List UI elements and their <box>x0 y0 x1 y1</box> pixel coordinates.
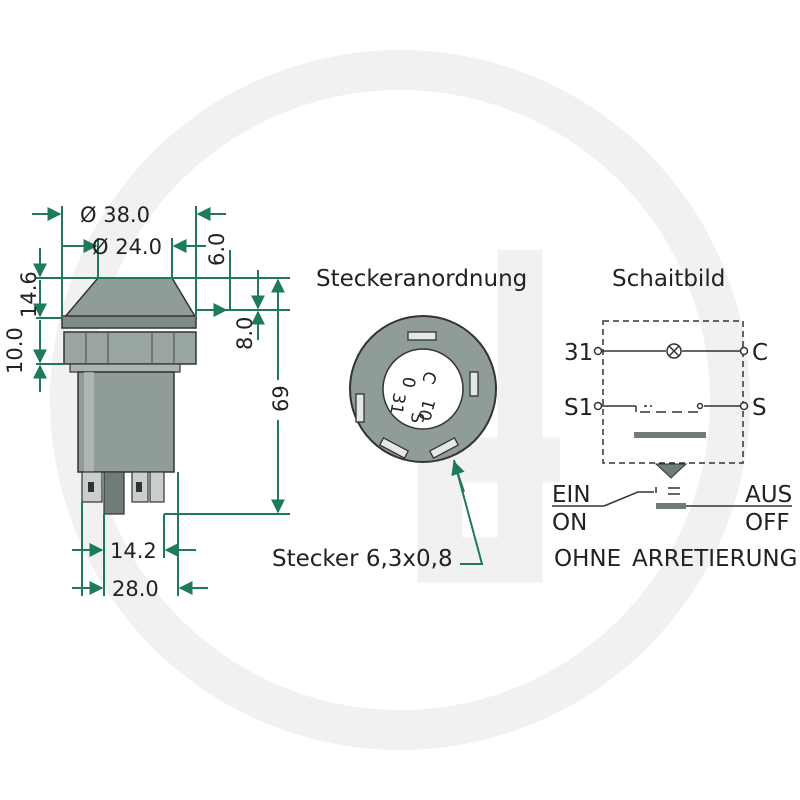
switch-flange <box>61 315 197 329</box>
dim-nut-height: 10.0 <box>3 327 27 374</box>
schematic-terminal-labels: 31 C S1 S <box>564 340 768 421</box>
blade-contacts <box>355 331 479 459</box>
dim-total-height: 69 <box>269 385 293 412</box>
legend-mode-1: OHNE <box>554 546 621 572</box>
schematic-terminal-s: S <box>752 395 767 421</box>
dim-inner-diameter: Ø 24.0 <box>92 235 162 259</box>
switch-circuit <box>593 401 749 413</box>
granit-g-logo-watermark-icon <box>50 50 750 750</box>
legend-on-en: ON <box>552 510 587 536</box>
legend-off-en: OFF <box>745 510 790 536</box>
dim-outer-diameter: Ø 38.0 <box>80 203 150 227</box>
connector-inner-face <box>382 348 464 430</box>
schematic-title: Schaitbild <box>612 266 725 292</box>
dim-base-width: 28.0 <box>112 577 159 601</box>
lamp-circuit <box>593 343 749 359</box>
schematic-terminal-31: 31 <box>564 340 593 366</box>
contact-pins <box>81 471 165 515</box>
schematic-terminal-c: C <box>752 340 768 366</box>
connector-title: Steckeranordnung <box>316 266 527 292</box>
dim-pin-width: 14.2 <box>110 539 157 563</box>
terminal-mark-0: 0 <box>397 375 419 389</box>
switch-side-view <box>61 277 198 515</box>
terminal-mark-s: S <box>406 412 427 424</box>
schematic-terminal-s1: S1 <box>564 395 593 421</box>
hex-nut <box>63 331 197 365</box>
terminal-mark-31: 31 <box>385 391 408 416</box>
switch-bar <box>634 432 706 438</box>
legend-off-de: AUS <box>745 482 792 508</box>
connector-callout: Stecker 6,3x0,8 <box>272 546 453 572</box>
actuator-triangle-icon <box>654 463 688 479</box>
dimension-lines <box>32 206 290 596</box>
dim-top-height: 6.0 <box>205 233 229 266</box>
dim-nut-offset: 8.0 <box>233 317 257 350</box>
schematic: Schaitbild 31 C S1 S <box>552 266 797 572</box>
dim-collar-height: 14.6 <box>17 271 41 318</box>
dimension-labels: Ø 38.0 Ø 24.0 6.0 14.6 10.0 8.0 69 14.2 … <box>3 203 293 601</box>
terminal-markings: C 0 31 S 01 <box>385 368 440 424</box>
washer <box>69 363 181 373</box>
legend-bar <box>656 503 686 509</box>
connector-view: Steckeranordnung C 0 31 S 01 Stecker 6,3… <box>272 266 527 572</box>
legend-on-de: EIN <box>552 482 591 508</box>
schematic-housing <box>602 320 744 464</box>
legend-mode-2: ARRETIERUNG <box>632 546 797 572</box>
on-off-legend <box>552 487 792 507</box>
